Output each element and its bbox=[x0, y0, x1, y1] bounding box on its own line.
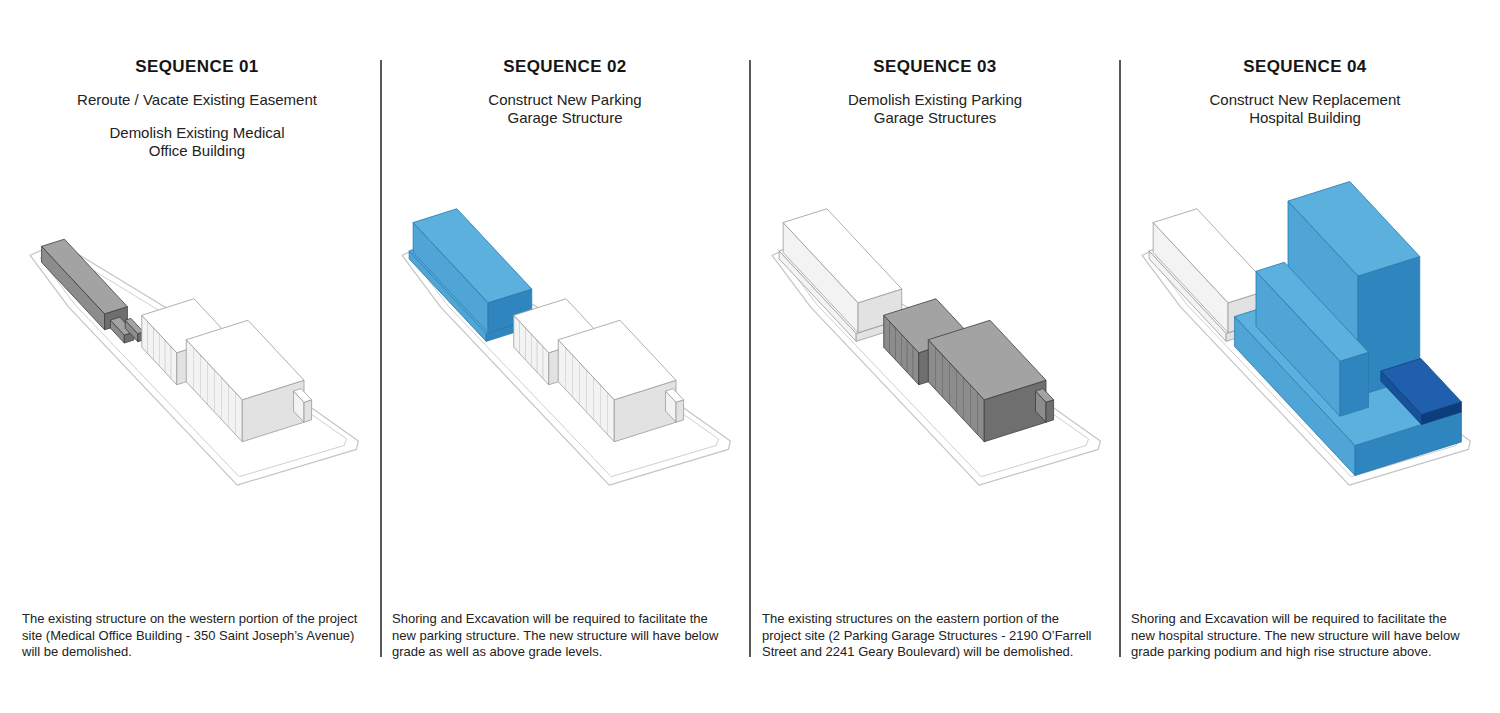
building-roof bbox=[294, 389, 312, 403]
step-description: Shoring and Excavation will be required … bbox=[1131, 611, 1469, 661]
facade-line bbox=[193, 347, 194, 389]
building-roof bbox=[1036, 389, 1054, 403]
column-dividers bbox=[381, 60, 1120, 657]
building-face bbox=[1046, 400, 1054, 422]
building-roof bbox=[125, 318, 143, 333]
site-model bbox=[30, 239, 358, 485]
facade-line bbox=[235, 392, 236, 434]
facade-line bbox=[600, 385, 601, 427]
facade-line bbox=[519, 322, 520, 354]
sequence-heading: SEQUENCE 01 bbox=[47, 57, 347, 77]
site-model bbox=[402, 209, 730, 485]
facade-line bbox=[607, 392, 608, 434]
step-title: Construct New Parking Garage Structure bbox=[474, 91, 656, 126]
building-roof bbox=[413, 209, 532, 303]
facade-line bbox=[153, 328, 154, 360]
sequence-heading: SEQUENCE 03 bbox=[785, 57, 1085, 77]
facade-line bbox=[889, 322, 890, 354]
facade-line bbox=[200, 355, 201, 397]
facade-line bbox=[165, 340, 166, 372]
building-roof bbox=[1153, 209, 1272, 303]
building-face bbox=[1340, 352, 1369, 416]
step-description: The existing structure on the western po… bbox=[22, 611, 360, 661]
step-title: Demolish Existing Medical Office Buildin… bbox=[108, 124, 286, 159]
facade-line bbox=[147, 322, 148, 354]
facade-line bbox=[901, 334, 902, 366]
facade-line bbox=[586, 370, 587, 412]
facade-line bbox=[537, 340, 538, 372]
building-roof bbox=[42, 239, 128, 314]
facade-line bbox=[963, 377, 964, 419]
sequence-heading: SEQUENCE 04 bbox=[1155, 57, 1455, 77]
divider-line bbox=[1119, 60, 1121, 657]
divider-line bbox=[380, 60, 382, 657]
facade-line bbox=[977, 392, 978, 434]
site-model bbox=[772, 209, 1100, 485]
facade-line bbox=[531, 334, 532, 366]
facade-line bbox=[956, 370, 957, 412]
step-description: Shoring and Excavation will be required … bbox=[392, 611, 730, 661]
sequence-heading: SEQUENCE 02 bbox=[415, 57, 715, 77]
facade-line bbox=[221, 377, 222, 419]
facade-line bbox=[170, 347, 171, 379]
building-roof bbox=[928, 320, 1046, 400]
step-description: The existing structures on the eastern p… bbox=[762, 611, 1100, 661]
facade-line bbox=[228, 385, 229, 427]
facade-line bbox=[907, 340, 908, 372]
building-face bbox=[304, 400, 312, 422]
facade-line bbox=[935, 347, 936, 389]
facade-line bbox=[207, 362, 208, 404]
facade-line bbox=[214, 370, 215, 412]
facade-line bbox=[949, 362, 950, 404]
facade-line bbox=[912, 347, 913, 379]
facade-line bbox=[525, 328, 526, 360]
site-model bbox=[1142, 182, 1470, 486]
building-roof bbox=[558, 320, 676, 400]
step-title: Construct New Replacement Hospital Build… bbox=[1184, 91, 1426, 126]
facade-line bbox=[572, 355, 573, 397]
facade-line bbox=[970, 385, 971, 427]
building-roof bbox=[1256, 262, 1369, 361]
facade-line bbox=[565, 347, 566, 389]
facade-line bbox=[593, 377, 594, 419]
divider-line bbox=[749, 60, 751, 657]
building-face bbox=[676, 400, 684, 422]
building-roof bbox=[1288, 182, 1420, 277]
facade-line bbox=[895, 328, 896, 360]
facade-line bbox=[942, 355, 943, 397]
step-title: Reroute / Vacate Existing Easement bbox=[47, 91, 347, 109]
step-title: Demolish Existing Parking Garage Structu… bbox=[844, 91, 1026, 126]
facade-line bbox=[159, 334, 160, 366]
building-roof bbox=[186, 320, 304, 400]
facade-line bbox=[542, 347, 543, 379]
building-roof bbox=[1381, 358, 1462, 414]
facade-line bbox=[579, 362, 580, 404]
building-roof bbox=[783, 209, 902, 303]
building-roof bbox=[666, 389, 684, 403]
